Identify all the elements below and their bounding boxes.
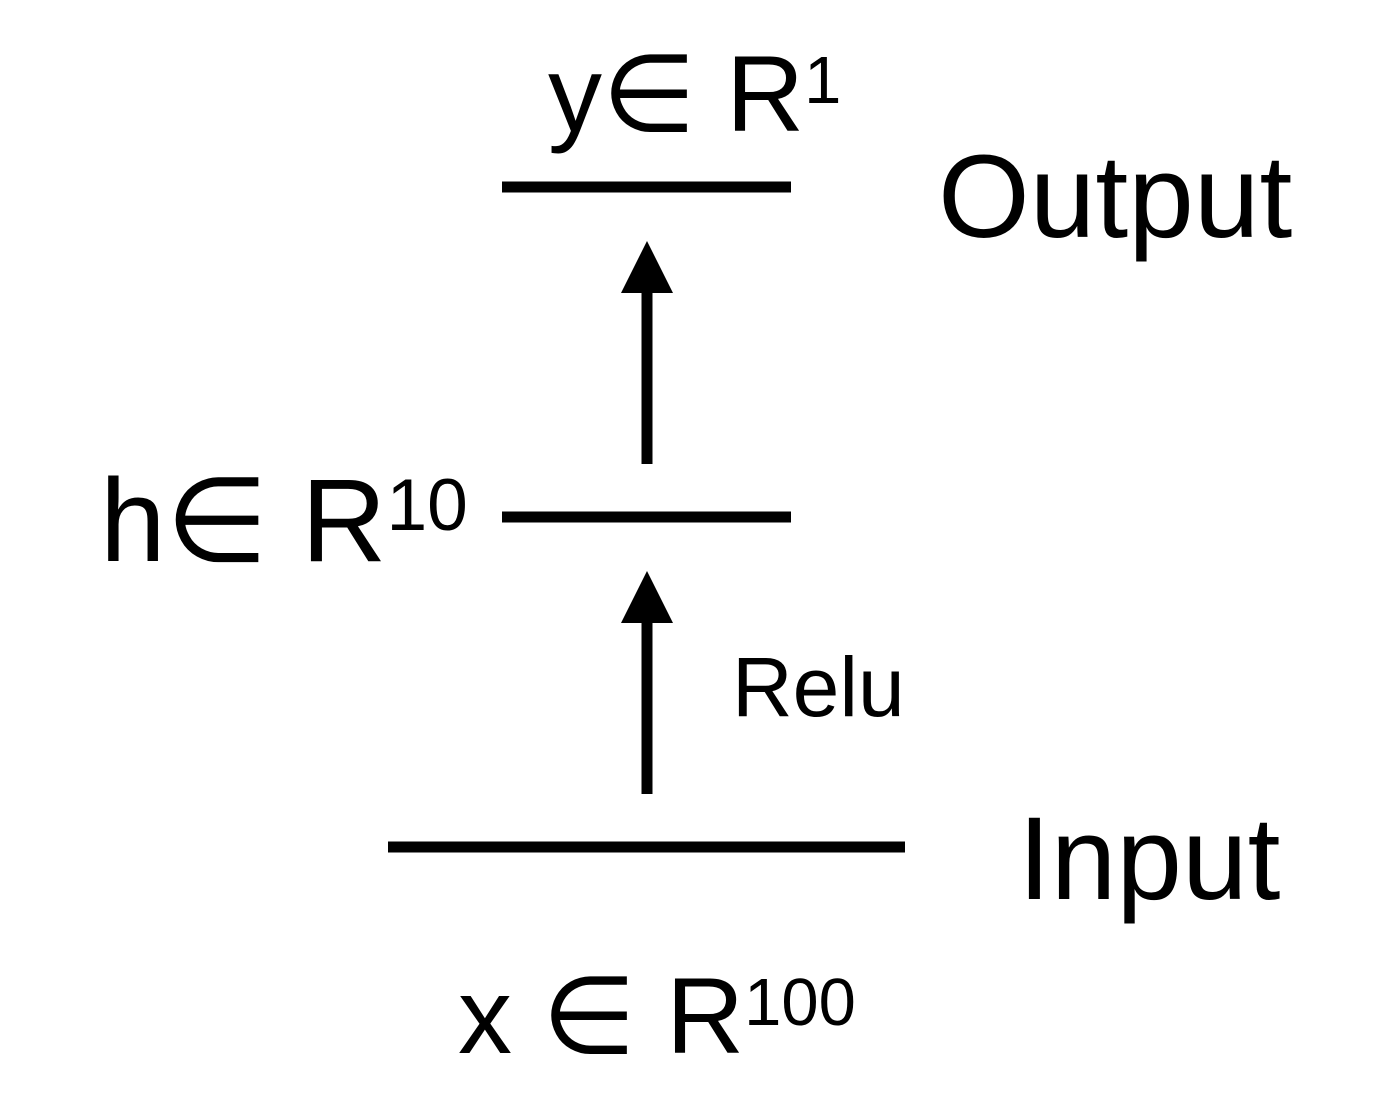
hidden-element-of: ∈	[165, 455, 269, 587]
activation-label: Relu	[732, 640, 905, 734]
hidden-space: R	[301, 455, 387, 587]
output-element-of: ∈	[602, 33, 697, 154]
arrow-hidden-to-output	[621, 241, 673, 464]
input-space: R	[666, 955, 745, 1076]
output-space: R	[726, 33, 805, 154]
output-dim: 1	[804, 42, 842, 118]
input-vector-label: x ∈ R100	[458, 962, 856, 1070]
input-element-of: ∈	[542, 955, 637, 1076]
output-vector-label: y∈ R1	[548, 40, 841, 148]
hidden-dim: 10	[386, 464, 468, 547]
input-var: x	[458, 955, 512, 1076]
input-layer-label: Input	[1018, 793, 1281, 925]
input-dim: 100	[744, 964, 856, 1040]
arrow-input-to-hidden	[621, 571, 673, 794]
output-var: y	[548, 33, 602, 154]
hidden-vector-label: h∈ R10	[100, 462, 468, 580]
hidden-var: h	[100, 455, 166, 587]
output-layer-label: Output	[938, 131, 1293, 263]
